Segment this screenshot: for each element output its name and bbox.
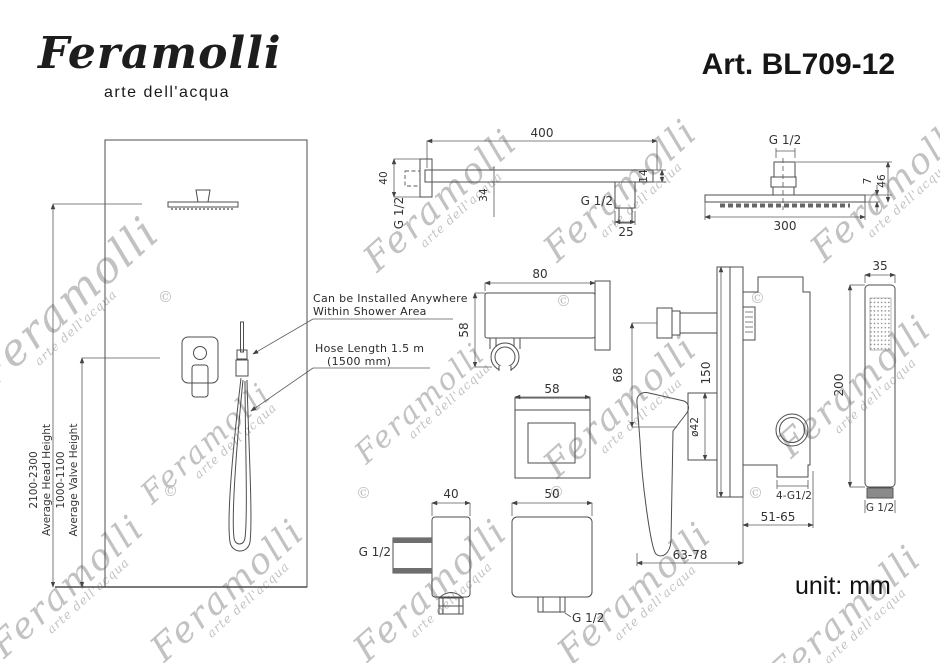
outlet-front-body	[511, 516, 593, 613]
dim-hand-shower-width: 35	[872, 259, 887, 273]
dim-head-height-range: 2100-2300	[28, 451, 40, 508]
dim-mixer-total-depth: 63-78	[673, 548, 708, 562]
dim-end-width: 25	[618, 225, 633, 239]
dim-head-height-label: Average Head Height	[41, 424, 53, 536]
unit-label: unit: mm	[795, 572, 891, 600]
escutcheon-body	[514, 397, 591, 479]
dim-outlet-side-thread: G 1/2	[359, 545, 391, 559]
holder-drawing: 80 58	[457, 267, 611, 373]
outlet-side-body	[392, 516, 471, 615]
dim-head-width: 300	[774, 219, 797, 233]
height-dimensions: 2100-2300 Average Head Height 1000-1100 …	[28, 203, 160, 588]
dim-wall-thread: G 1/2	[392, 197, 406, 229]
svg-text:Can be Installed Anywhere: Can be Installed Anywhere	[313, 292, 468, 305]
dim-valve-height-range: 1000-1100	[55, 451, 67, 508]
hose	[228, 377, 252, 552]
dim-outlet-front-thread: G 1/2	[572, 611, 604, 625]
dim-plate-thickness: 7	[862, 178, 874, 185]
shower-head-drawing: G 1/2 7 46 300	[704, 133, 892, 233]
mixer-dimensions: 68 150 ø42 4-G1/2 51-65 63-78	[611, 266, 814, 566]
dim-holder-height: 58	[457, 322, 471, 337]
mixer-in-wall	[181, 336, 219, 398]
holder-body	[484, 280, 611, 373]
brand-tagline: arte dell'acqua	[104, 84, 231, 101]
dim-arm-length: 400	[531, 126, 554, 140]
svg-text:(1500 mm): (1500 mm)	[327, 355, 391, 368]
dim-mixer-depth-range: 51-65	[761, 510, 796, 524]
hand-shower-drawing: 35 200 G 1/2	[832, 259, 896, 514]
dim-outlet-front-width: 50	[544, 487, 559, 501]
dim-mixer-plate-height: 150	[699, 362, 713, 385]
outlet-front-drawing: 50 G 1/2	[511, 487, 604, 625]
arm-body	[404, 158, 654, 224]
brand-logo: Feramolli	[38, 28, 282, 79]
dim-holder-width: 80	[532, 267, 547, 281]
wall-outline	[55, 139, 308, 588]
dim-end-thickness: 14	[638, 169, 650, 183]
holder-dimensions: 80 58	[457, 267, 596, 368]
dim-head-height: 46	[876, 174, 888, 188]
dim-drop-offset: 34	[478, 188, 490, 202]
wall-installation-view: 2100-2300 Average Head Height 1000-1100 …	[28, 139, 468, 588]
annotation-installed-anywhere: Can be Installed Anywhere Within Shower …	[252, 292, 468, 355]
dim-valve-height-label: Average Valve Height	[68, 424, 80, 537]
dim-flange-width: 40	[378, 171, 390, 184]
article-number: Art. BL709-12	[701, 48, 895, 81]
dim-outlet-side-width: 40	[443, 487, 458, 501]
head-dimensions: G 1/2 7 46 300	[704, 133, 892, 233]
dim-end-thread: G 1/2	[581, 194, 613, 208]
escutcheon-drawing: 58	[514, 382, 591, 479]
outlet-front-dimensions: 50 G 1/2	[511, 487, 604, 625]
hand-shower-in-wall	[228, 321, 252, 552]
hand-shower-body	[864, 284, 896, 499]
dim-head-thread: G 1/2	[769, 133, 801, 147]
annotation-hose-length: Hose Length 1.5 m (1500 mm)	[250, 342, 430, 412]
dim-mixer-stem-offset: 68	[611, 367, 625, 382]
mixer-body	[636, 266, 811, 557]
outlet-side-dimensions: 40 G 1/2	[359, 487, 471, 559]
dim-mixer-trim-diameter: ø42	[689, 417, 701, 437]
dim-escutcheon-width: 58	[544, 382, 559, 396]
rain-head-in-wall	[167, 189, 239, 210]
mixer-valve-drawing: 68 150 ø42 4-G1/2 51-65 63-78	[611, 266, 814, 566]
head-body	[704, 158, 866, 210]
mixer-handle	[636, 392, 689, 557]
hand-shower-dimensions: 35 200 G 1/2	[832, 259, 896, 514]
shower-arm-drawing: 400 40 G 1/2 34 14 G 1/2 25	[378, 126, 666, 239]
svg-text:Hose Length 1.5 m: Hose Length 1.5 m	[315, 342, 424, 355]
arm-dimensions: 400 40 G 1/2 34 14 G 1/2 25	[378, 126, 666, 239]
dim-mixer-ports: 4-G1/2	[776, 490, 812, 502]
escutcheon-dimensions: 58	[514, 382, 591, 400]
svg-text:Within Shower Area: Within Shower Area	[313, 305, 427, 318]
dim-hand-shower-thread: G 1/2	[866, 502, 894, 514]
outlet-side-drawing: 40 G 1/2	[359, 487, 471, 615]
dim-hand-shower-length: 200	[832, 374, 846, 397]
